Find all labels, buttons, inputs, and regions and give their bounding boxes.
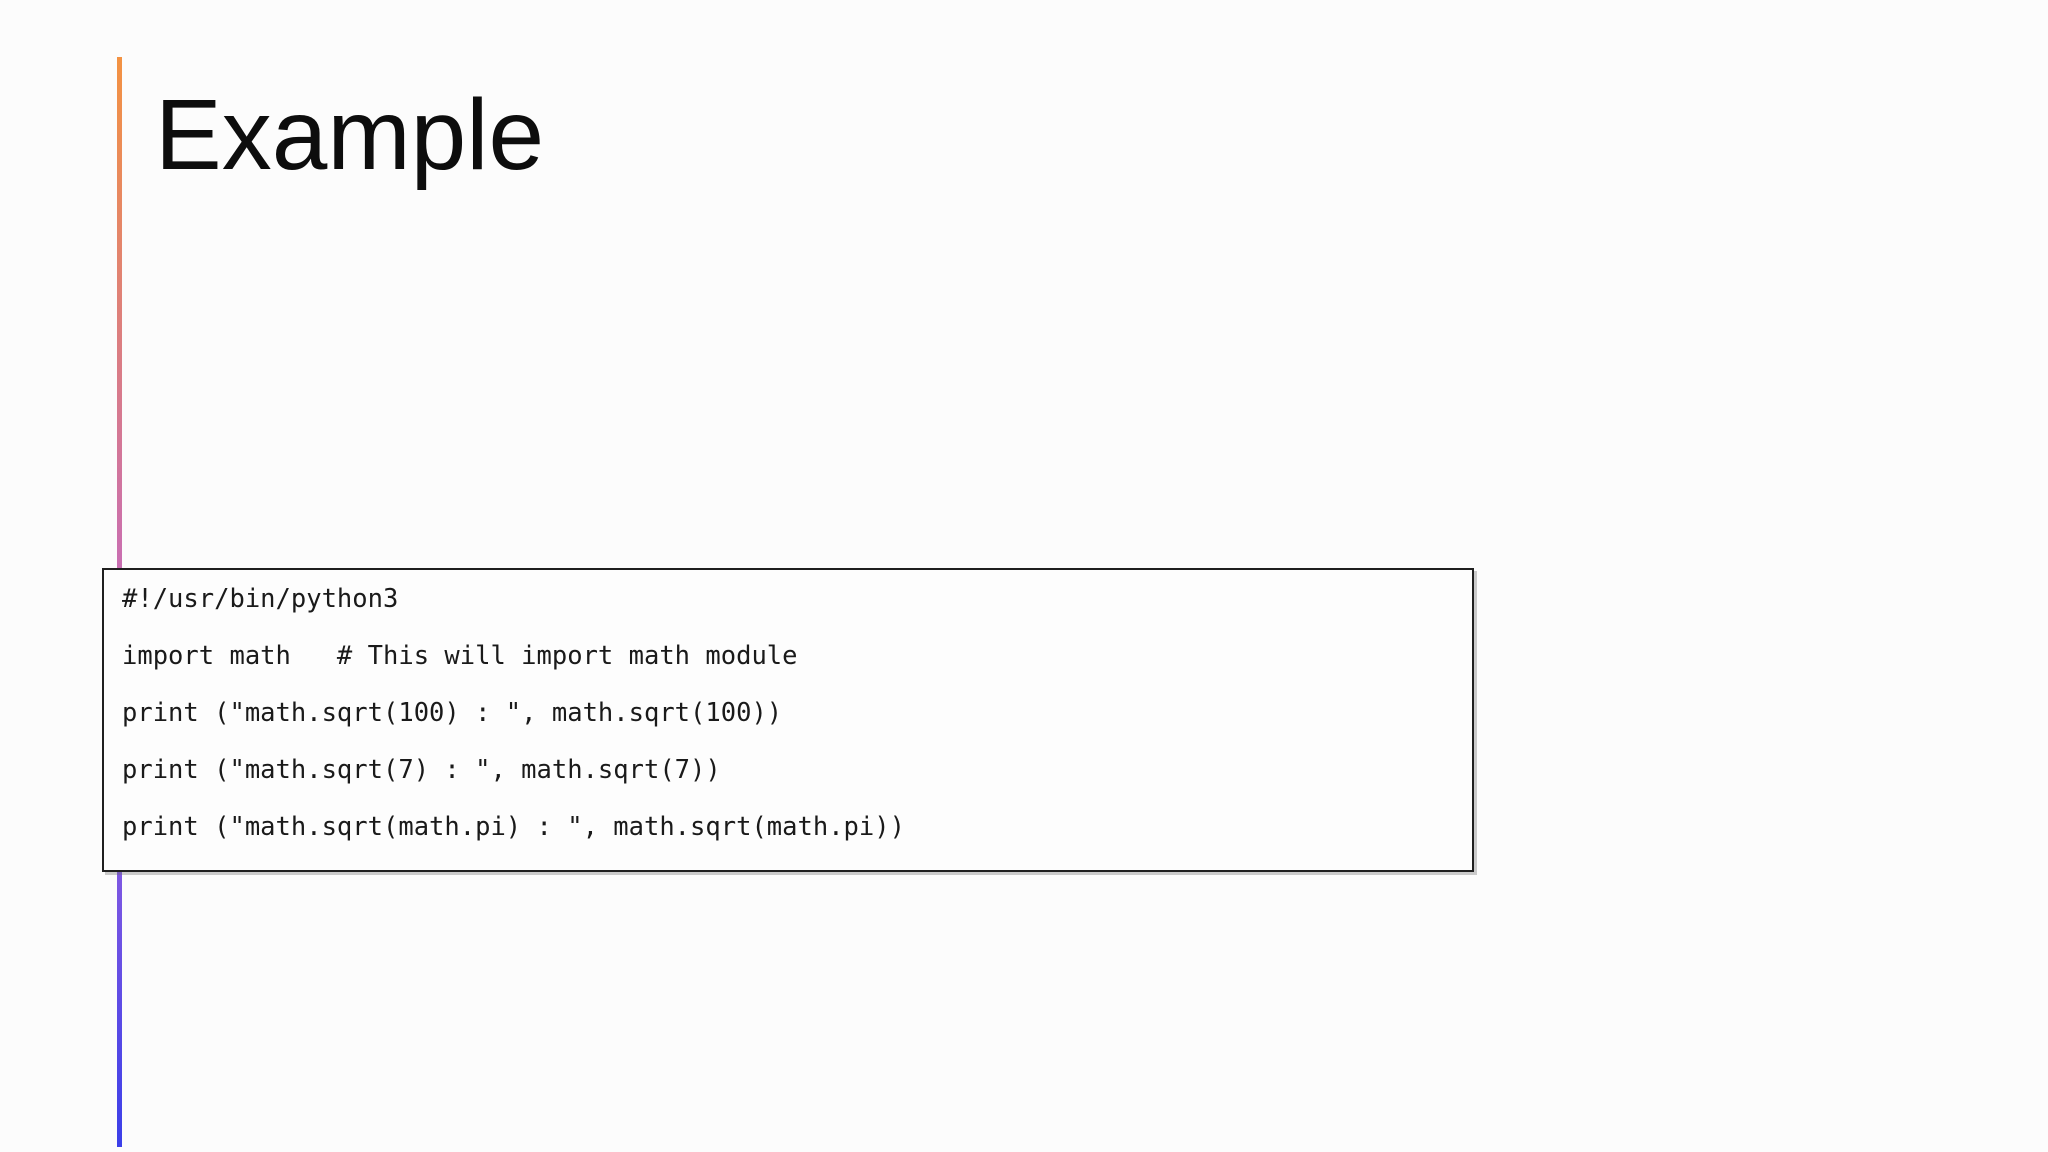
code-line-print-sqrt-pi: print ("math.sqrt(math.pi) : ", math.sqr…: [122, 812, 905, 842]
slide-title: Example: [155, 79, 545, 191]
code-line-import: import math # This will import math modu…: [122, 641, 798, 671]
code-line-print-sqrt-7: print ("math.sqrt(7) : ", math.sqrt(7)): [122, 755, 721, 785]
code-line-shebang: #!/usr/bin/python3: [122, 584, 399, 614]
code-block: #!/usr/bin/python3 import math # This wi…: [102, 568, 1474, 872]
code-line-print-sqrt-100: print ("math.sqrt(100) : ", math.sqrt(10…: [122, 698, 783, 728]
